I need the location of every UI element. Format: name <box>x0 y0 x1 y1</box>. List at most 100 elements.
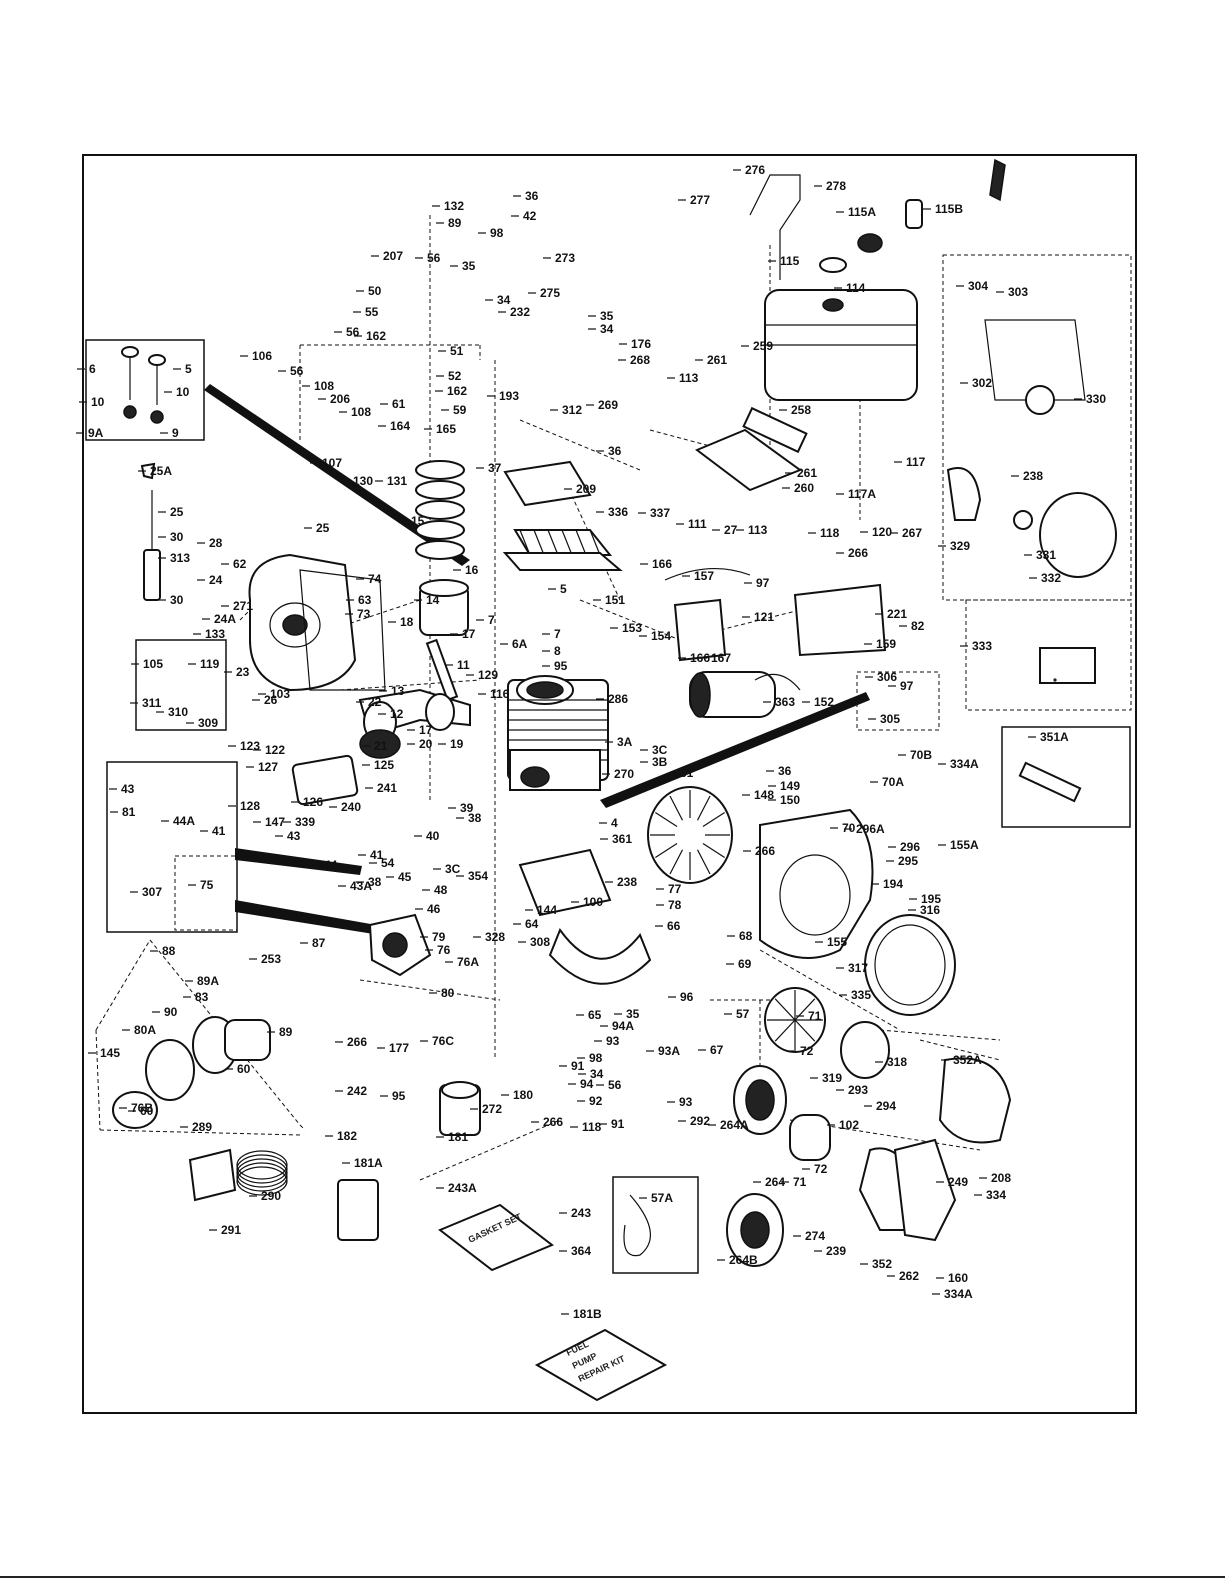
part-label: 38 <box>468 811 482 825</box>
part-label: 30 <box>170 593 184 607</box>
part-label: 118 <box>820 526 840 540</box>
part-label: 56 <box>290 364 304 378</box>
part-label: 20 <box>419 737 433 751</box>
part-label: 26 <box>264 693 278 707</box>
part-label: 276 <box>745 163 765 177</box>
part-label: 290 <box>261 1189 281 1203</box>
part-label: 181B <box>573 1307 602 1321</box>
part-label: 144 <box>537 903 557 917</box>
part-label: 145 <box>100 1046 120 1060</box>
part-label: 93 <box>679 1095 693 1109</box>
part-label: 17 <box>462 627 476 641</box>
part-label: 106 <box>252 349 272 363</box>
part-label: 98 <box>589 1051 603 1065</box>
part-label: 103 <box>270 687 290 701</box>
part-label: 56 <box>608 1078 622 1092</box>
part-label: 93A <box>658 1044 680 1058</box>
part-label: 260 <box>794 481 814 495</box>
part-label: 312 <box>562 403 582 417</box>
part-label: 131 <box>387 474 407 488</box>
part-label: 98 <box>490 226 504 240</box>
part-label: 35 <box>600 309 614 323</box>
part-label: 352 <box>872 1257 892 1271</box>
part-label: 61 <box>392 397 406 411</box>
part-label: 56 <box>427 251 441 265</box>
part-label: 24A <box>214 612 236 626</box>
part-label: 113 <box>748 523 768 537</box>
part-label: 52 <box>448 369 462 383</box>
part-label: 155 <box>827 935 847 949</box>
part-label: 76 <box>437 943 451 957</box>
part-label: 278 <box>826 179 846 193</box>
part-label: 242 <box>347 1084 367 1098</box>
part-label: 295 <box>898 854 918 868</box>
part-label: 5 <box>560 582 567 596</box>
part-label: 182 <box>337 1129 357 1143</box>
part-label: 249 <box>948 1175 968 1189</box>
part-label: 91 <box>611 1117 625 1131</box>
part-label: 264B <box>729 1253 758 1267</box>
part-label: 294 <box>876 1099 896 1113</box>
part-label: 34 <box>600 322 614 336</box>
part-label: 72 <box>814 1162 828 1176</box>
part-label: 38 <box>368 875 382 889</box>
part-label: 317 <box>848 961 868 975</box>
part-label: 74 <box>368 572 382 586</box>
part-label: 54 <box>381 856 395 870</box>
part-label: 296A <box>856 822 885 836</box>
part-label: 336 <box>608 505 628 519</box>
part-label: 259 <box>753 339 773 353</box>
part-label: 120 <box>872 525 892 539</box>
part-label: 94A <box>612 1019 634 1033</box>
part-label: 292 <box>690 1114 710 1128</box>
part-label: 77 <box>668 882 682 896</box>
part-label: 60 <box>140 1104 154 1118</box>
part-label: 79 <box>432 930 446 944</box>
part-label: 40 <box>426 829 440 843</box>
part-label: 148 <box>754 788 774 802</box>
part-label: 264A <box>720 1118 749 1132</box>
part-label: 286 <box>608 692 628 706</box>
part-label: 3C <box>652 743 668 757</box>
part-label: 318 <box>887 1055 907 1069</box>
part-label: 57A <box>651 1191 673 1205</box>
part-label: 70B <box>910 748 932 762</box>
part-label: 9 <box>172 426 179 440</box>
part-label: 335 <box>851 988 871 1002</box>
part-label: 272 <box>482 1102 502 1116</box>
part-label: 71 <box>793 1175 807 1189</box>
part-label: 331 <box>1036 548 1056 562</box>
part-label: 195 <box>921 892 941 906</box>
part-label: 18 <box>400 615 414 629</box>
part-label: 60 <box>237 1062 251 1076</box>
part-label: 6 <box>89 362 96 376</box>
part-label: 302 <box>972 376 992 390</box>
part-label: 289 <box>192 1120 212 1134</box>
part-label: 243A <box>448 1181 477 1195</box>
part-label: 80 <box>441 986 455 1000</box>
part-label: 93 <box>606 1034 620 1048</box>
part-label: 268 <box>630 353 650 367</box>
part-label: 206 <box>330 392 350 406</box>
part-label: 3A <box>617 735 633 749</box>
part-label: 25 <box>170 505 184 519</box>
part-label: 94 <box>580 1077 594 1091</box>
part-label: 243 <box>571 1206 591 1220</box>
part-label: 3B <box>652 755 668 769</box>
part-label: 7 <box>554 627 561 641</box>
part-label: 89 <box>279 1025 293 1039</box>
part-label: 96 <box>680 990 694 1004</box>
part-label: 133 <box>205 627 225 641</box>
part-label: 73 <box>357 607 371 621</box>
part-label: 36 <box>525 189 539 203</box>
part-label: 115 <box>780 254 800 268</box>
part-label: 24 <box>209 573 223 587</box>
part-label: 155A <box>950 838 979 852</box>
part-label: 238 <box>617 875 637 889</box>
part-label: 128 <box>240 799 260 813</box>
part-label: 5 <box>185 362 192 376</box>
part-label: 25A <box>150 464 172 478</box>
part-label: 91 <box>571 1059 585 1073</box>
part-label: 328 <box>485 930 505 944</box>
